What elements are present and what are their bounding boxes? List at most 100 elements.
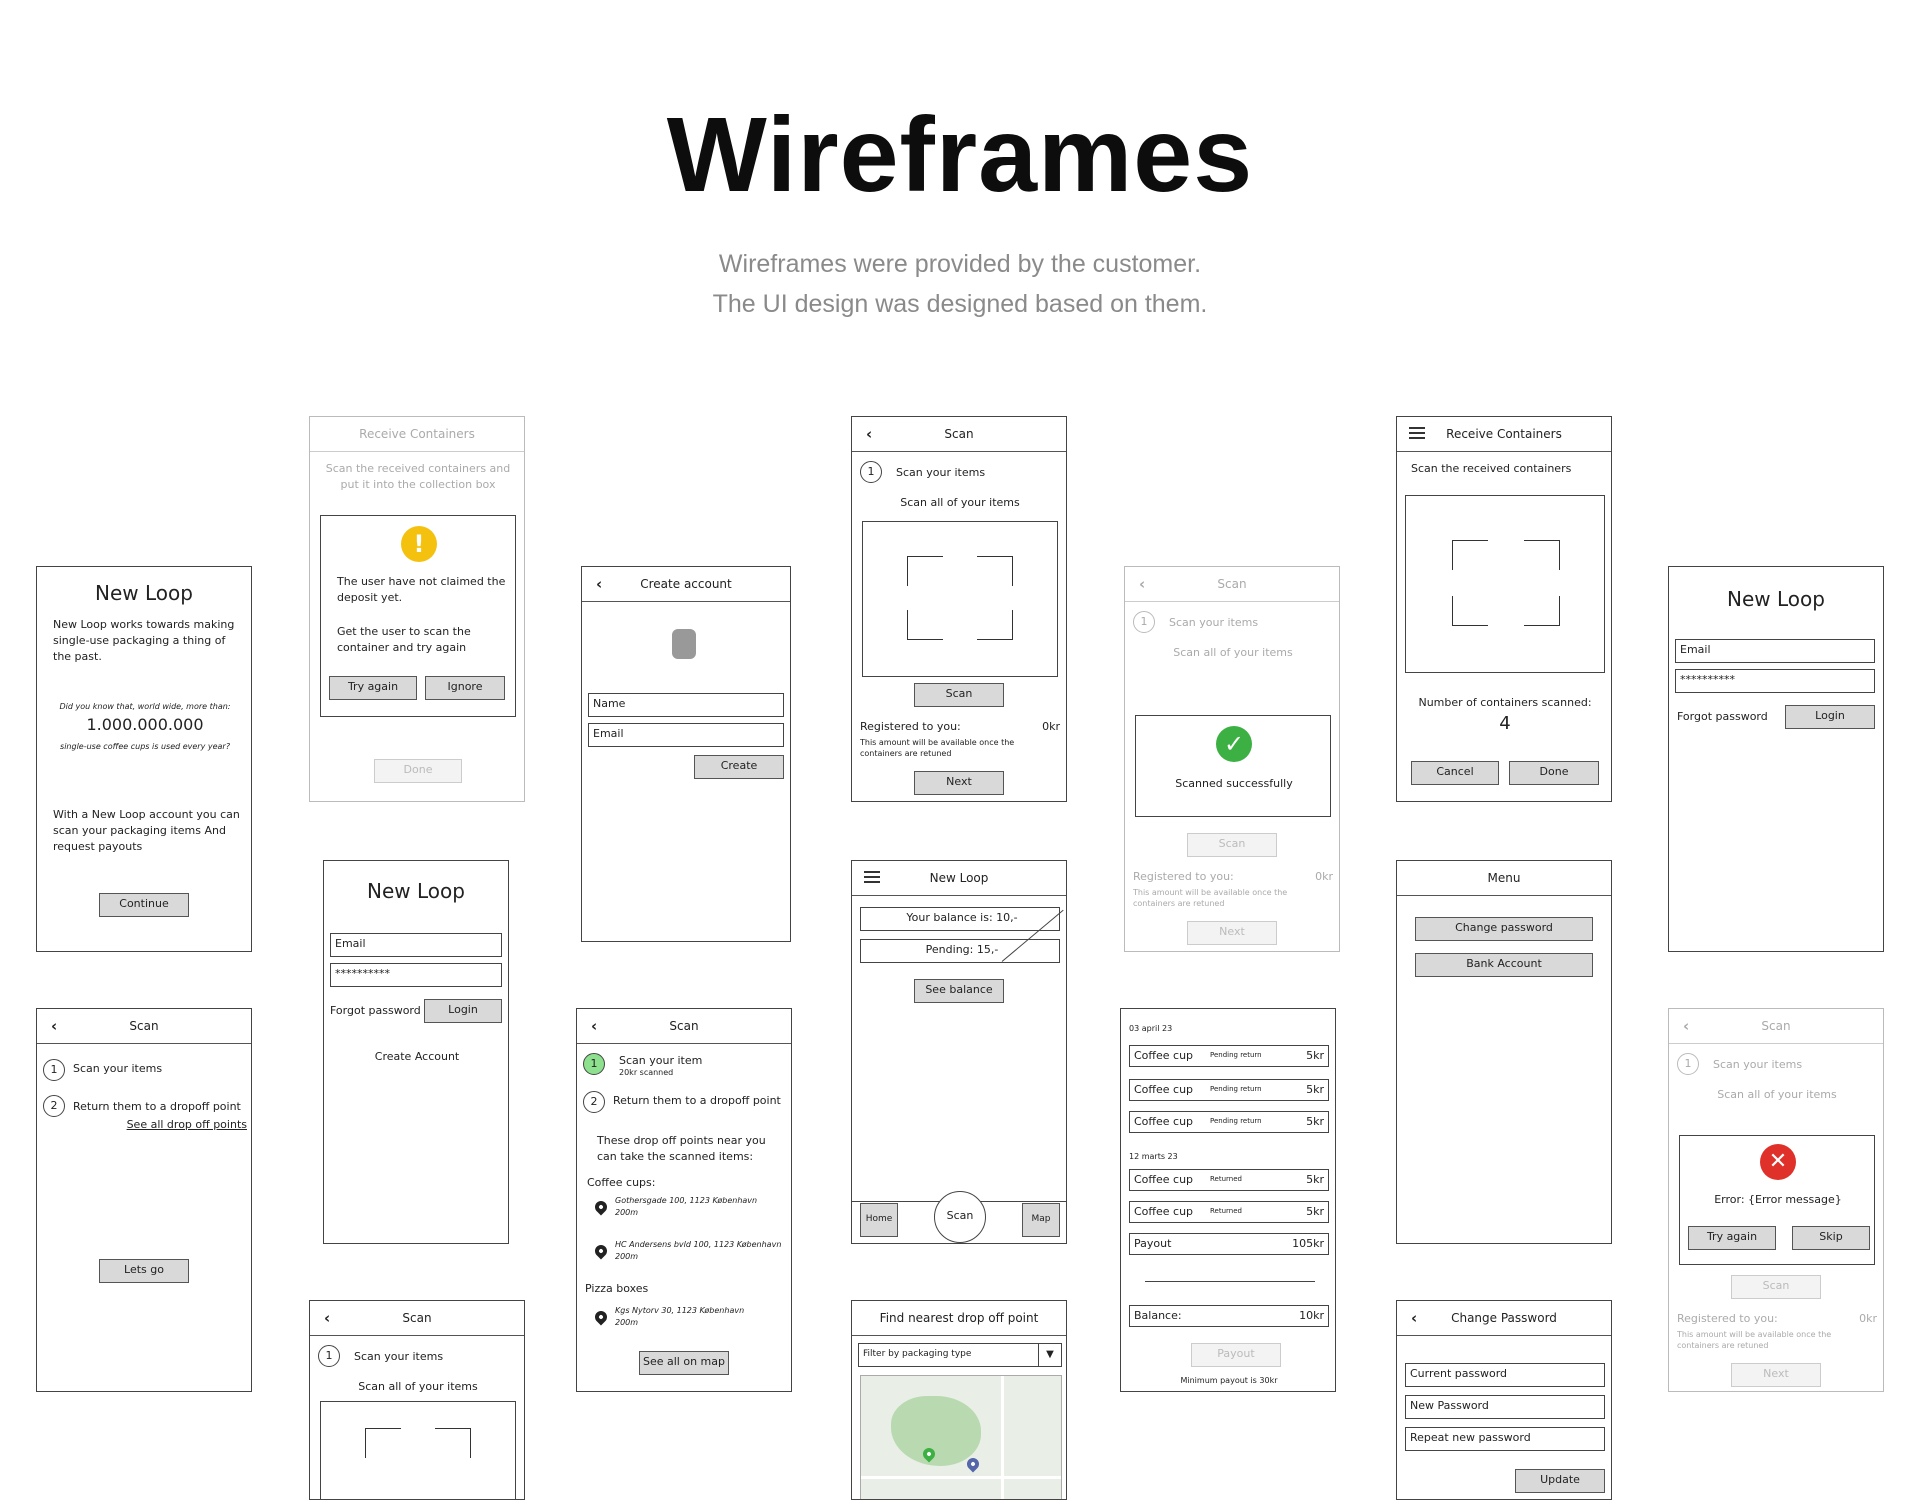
wireframe-create-account: ‹Create account Name Email Create [581,566,791,942]
back-icon[interactable]: ‹ [51,1017,58,1035]
top-bar: New Loop [852,861,1066,896]
wireframe-menu: Menu Change password Bank Account [1396,860,1612,1244]
location-address[interactable]: Kgs Nytorv 30, 1123 København [615,1306,745,1315]
location-address[interactable]: Gothersgade 100, 1123 København [615,1196,758,1205]
password-field[interactable]: ********** [1675,669,1875,693]
ignore-button[interactable]: Ignore [425,676,505,700]
back-icon[interactable]: ‹ [596,575,603,593]
menu-icon[interactable] [864,871,880,883]
scan-fab[interactable]: Scan [934,1191,986,1243]
done-button[interactable]: Done [374,759,462,783]
location-address[interactable]: HC Andersens bvld 100, 1123 København [615,1240,782,1249]
instruction: Scan the received containers [1411,462,1572,475]
registered-amount: 0kr [1859,1312,1877,1325]
back-icon[interactable]: ‹ [1139,575,1146,593]
current-password-field[interactable]: Current password [1405,1363,1605,1387]
wireframe-scan-steps: ‹Scan 1 Scan your items 2 Return them to… [36,1008,252,1392]
back-icon[interactable]: ‹ [1411,1309,1418,1327]
email-field[interactable]: Email [588,723,784,747]
wireframe-find-nearest: Find nearest drop off point Filter by pa… [851,1300,1067,1500]
avatar-icon [672,629,696,659]
top-bar: Receive Containers [1397,417,1611,452]
continue-button[interactable]: Continue [99,893,189,917]
step-1-label: Scan your items [73,1062,163,1075]
location-pin-icon [592,1198,610,1216]
step-label: Scan your items [1169,616,1259,629]
fact-text: Did you know that, world wide, more than… [59,702,231,711]
update-button[interactable]: Update [1515,1469,1605,1493]
see-balance-button[interactable]: See balance [914,979,1004,1003]
chevron-down-icon[interactable]: ▼ [1038,1343,1062,1367]
step-sub: Scan all of your items [358,1380,478,1393]
location-distance: 200m [615,1318,639,1327]
done-button[interactable]: Done [1509,761,1599,785]
scan-button[interactable]: Scan [1187,833,1277,857]
home-tab[interactable]: Home [860,1203,898,1237]
step-number-2: 2 [43,1095,65,1117]
try-again-button[interactable]: Try again [329,676,417,700]
create-button[interactable]: Create [694,755,784,779]
forgot-password-link[interactable]: Forgot password [330,1004,421,1017]
try-again-button[interactable]: Try again [1688,1226,1776,1250]
next-button[interactable]: Next [914,771,1004,795]
cancel-button[interactable]: Cancel [1411,761,1499,785]
scan-button[interactable]: Scan [1731,1275,1821,1299]
payout-button[interactable]: Payout [1191,1343,1281,1367]
skip-button[interactable]: Skip [1792,1226,1870,1250]
location-pin-icon [592,1308,610,1326]
bank-account-button[interactable]: Bank Account [1415,953,1593,977]
see-all-on-map-button[interactable]: See all on map [639,1351,729,1375]
map-tab[interactable]: Map [1022,1203,1060,1237]
menu-icon[interactable] [1409,427,1425,439]
lets-go-button[interactable]: Lets go [99,1259,189,1283]
wireframe-scan-partial: ‹Scan 1 Scan your items Scan all of your… [309,1300,525,1500]
create-account-link[interactable]: Create Account [374,1050,460,1063]
wireframe-dropoff-points: ‹Scan 1 Scan your item 20kr scanned 2 Re… [576,1008,792,1392]
map-view[interactable] [860,1375,1062,1499]
step-number-2: 2 [583,1091,605,1113]
warning-msg-1: The user have not claimed the deposit ye… [337,575,506,604]
warning-dialog: ! The user have not claimed the deposit … [320,515,516,717]
step-label: Scan your items [1713,1058,1803,1071]
app-title: New Loop [367,879,465,903]
back-icon[interactable]: ‹ [1683,1017,1690,1035]
back-icon[interactable]: ‹ [591,1017,598,1035]
top-bar: ‹Create account [582,567,790,602]
login-button[interactable]: Login [1785,705,1875,729]
password-field[interactable]: ********** [330,963,502,987]
step-label: Scan your items [896,466,986,479]
registered-label: Registered to you: [860,720,961,733]
repeat-password-field[interactable]: Repeat new password [1405,1427,1605,1451]
scan-button[interactable]: Scan [914,683,1004,707]
login-button[interactable]: Login [424,999,502,1023]
back-icon[interactable]: ‹ [866,425,873,443]
intro-text: New Loop works towards making single-use… [53,618,235,663]
back-icon[interactable]: ‹ [324,1309,331,1327]
camera-viewfinder [320,1401,516,1499]
drop-off-points-link[interactable]: See all drop off points [126,1118,247,1131]
email-field[interactable]: Email [330,933,502,957]
count-label: Number of containers scanned: [1418,696,1592,709]
change-password-button[interactable]: Change password [1415,917,1593,941]
wireframe-login: New Loop Email ********** Forgot passwor… [1668,566,1884,952]
minimum-payout-note: Minimum payout is 30kr [1180,1376,1278,1385]
top-bar: Receive Containers [310,417,524,452]
next-button[interactable]: Next [1187,921,1277,945]
top-bar: Find nearest drop off point [852,1301,1066,1336]
forgot-password-link[interactable]: Forgot password [1677,710,1768,723]
balance-field: Your balance is: 10,- [860,907,1060,931]
name-field[interactable]: Name [588,693,784,717]
divider [1145,1281,1315,1282]
next-button[interactable]: Next [1731,1363,1821,1387]
wireframe-scan-error: ‹Scan 1 Scan your items Scan all of your… [1668,1008,1884,1392]
packaging-filter-select[interactable]: Filter by packaging type [858,1343,1062,1367]
new-password-field[interactable]: New Password [1405,1395,1605,1419]
success-dialog: ✓ Scanned successfully [1135,715,1331,817]
email-field[interactable]: Email [1675,639,1875,663]
